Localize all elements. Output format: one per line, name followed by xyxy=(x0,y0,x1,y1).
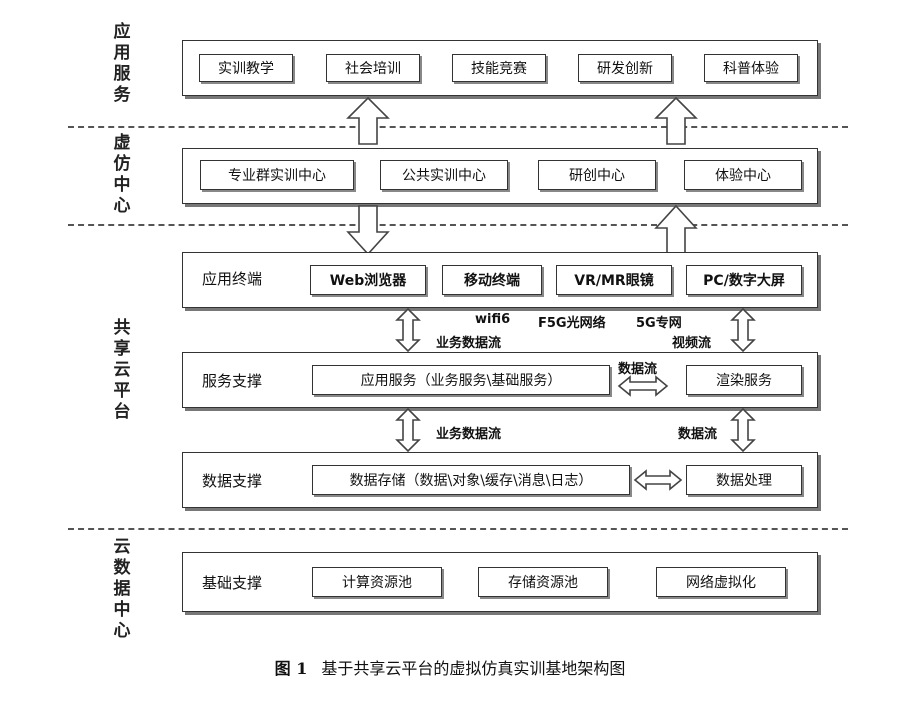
down-arrow-icon xyxy=(346,205,390,256)
virtual-center-item-2: 公共实训中心 xyxy=(380,160,508,190)
terminal-item-web: Web浏览器 xyxy=(310,265,426,295)
separator-1 xyxy=(68,126,848,128)
double-vertical-arrow-icon xyxy=(395,407,421,453)
service-support-render: 渲染服务 xyxy=(686,365,802,395)
data-support-title: 数据支撑 xyxy=(202,472,263,490)
layer-label-shared-cloud: 共 享 云 平 台 xyxy=(113,318,131,422)
app-service-item-2: 社会培训 xyxy=(326,54,420,82)
layer-label-cloud-dc: 云 数 据 中 心 xyxy=(113,537,131,641)
terminal-item-vr: VR/MR眼镜 xyxy=(556,265,672,295)
virtual-center-item-1: 专业群实训中心 xyxy=(200,160,354,190)
app-service-item-3: 技能竞赛 xyxy=(452,54,546,82)
flow-label-biz-bottom: 业务数据流 xyxy=(436,427,502,442)
terminal-title: 应用终端 xyxy=(202,270,263,288)
terminal-item-mobile: 移动终端 xyxy=(442,265,542,295)
double-vertical-arrow-icon xyxy=(730,407,756,453)
double-vertical-arrow-icon xyxy=(730,307,756,353)
app-service-item-4: 研发创新 xyxy=(578,54,672,82)
flow-label-biz-top: 业务数据流 xyxy=(436,336,502,351)
double-horizontal-arrow-icon xyxy=(633,469,683,491)
separator-2 xyxy=(68,224,848,226)
data-support-processing: 数据处理 xyxy=(686,465,802,495)
app-service-item-5: 科普体验 xyxy=(704,54,798,82)
up-arrow-icon xyxy=(654,96,698,145)
service-support-title: 服务支撑 xyxy=(202,372,263,390)
network-label-5g: 5G专网 xyxy=(636,316,682,331)
up-arrow-icon xyxy=(654,204,698,255)
network-label-f5g: F5G光网络 xyxy=(538,316,606,331)
flow-label-data-mid: 数据流 xyxy=(618,362,658,377)
double-horizontal-arrow-icon xyxy=(617,375,669,397)
data-support-storage: 数据存储（数据\对象\缓存\消息\日志） xyxy=(312,465,630,495)
flow-label-video: 视频流 xyxy=(672,336,712,351)
flow-label-data-right: 数据流 xyxy=(678,427,718,442)
base-support-item-3: 网络虚拟化 xyxy=(656,567,786,597)
service-support-app-service: 应用服务（业务服务\基础服务） xyxy=(312,365,610,395)
figure-caption-text: 基于共享云平台的虚拟仿真实训基地架构图 xyxy=(321,659,626,678)
network-label-wifi6: wifi6 xyxy=(475,312,511,327)
layer-label-app-service: 应 用 服 务 xyxy=(113,22,131,105)
app-service-item-1: 实训教学 xyxy=(199,54,293,82)
double-vertical-arrow-icon xyxy=(395,307,421,353)
base-support-item-1: 计算资源池 xyxy=(312,567,442,597)
virtual-center-item-4: 体验中心 xyxy=(684,160,802,190)
base-support-item-2: 存储资源池 xyxy=(478,567,608,597)
up-arrow-icon xyxy=(346,96,390,145)
layer-label-virtual-center: 虚 仿 中 心 xyxy=(113,133,131,216)
figure-caption: 图 1 基于共享云平台的虚拟仿真实训基地架构图 xyxy=(0,655,900,679)
separator-3 xyxy=(68,528,848,530)
virtual-center-item-3: 研创中心 xyxy=(538,160,656,190)
base-support-title: 基础支撑 xyxy=(202,574,263,592)
terminal-item-pc: PC/数字大屏 xyxy=(686,265,802,295)
figure-number: 图 1 xyxy=(274,659,308,678)
